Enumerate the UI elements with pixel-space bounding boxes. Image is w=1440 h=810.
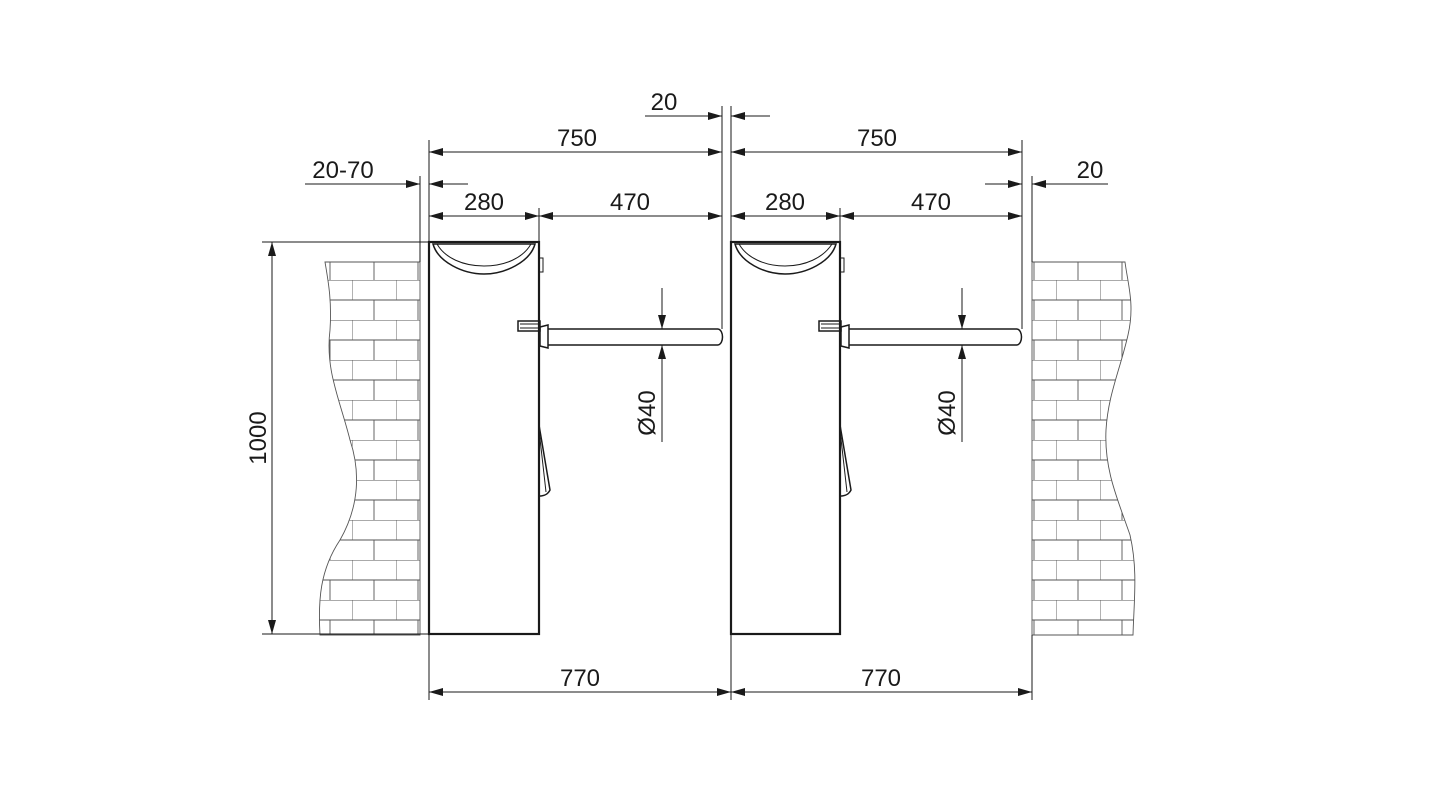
dim-top-gap: 20	[651, 89, 678, 116]
dim-right-body: 280	[765, 189, 805, 216]
dim-wall-clearance-right: 20	[1077, 157, 1104, 184]
right-turnstile	[729, 240, 1023, 636]
dim-left-bottom: 770	[560, 665, 600, 692]
dim-left-pipe-diameter: Ø40	[634, 390, 661, 435]
dim-right-bottom: 770	[861, 665, 901, 692]
dim-right-pipe-diameter: Ø40	[934, 390, 961, 435]
left-brick-wall	[318, 261, 421, 636]
dim-right-width: 750	[857, 125, 897, 152]
right-brick-wall	[1031, 261, 1136, 636]
dimension-lines	[268, 112, 1108, 696]
dim-left-width: 750	[557, 125, 597, 152]
dim-left-arm: 470	[610, 189, 650, 216]
left-turnstile	[427, 240, 724, 636]
dimension-labels: 20 750 750 20-70 20 280 470 280 470 1000…	[245, 89, 1103, 692]
extension-lines	[262, 106, 1033, 700]
dim-right-arm: 470	[911, 189, 951, 216]
dim-height: 1000	[245, 411, 272, 464]
dim-wall-clearance-left: 20-70	[312, 157, 373, 184]
dim-left-body: 280	[464, 189, 504, 216]
